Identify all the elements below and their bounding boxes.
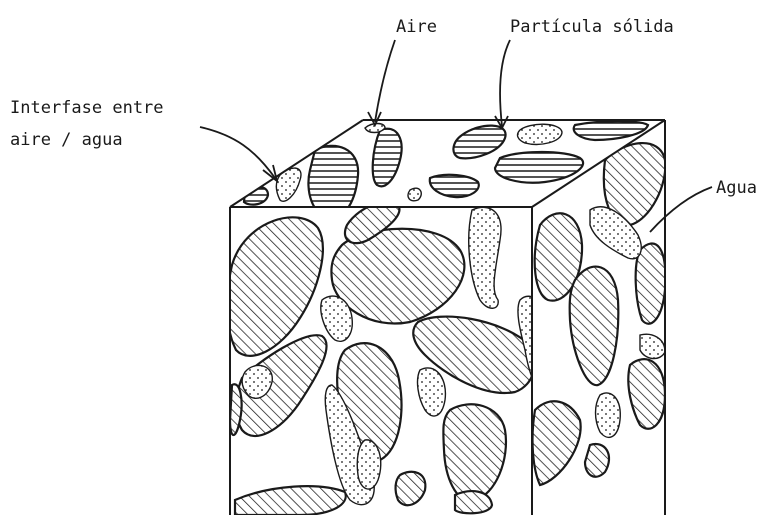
cube-front-face [227, 202, 556, 515]
aire-label: Aire [396, 17, 437, 37]
interfase-label-line1: Interfase entre [10, 98, 164, 118]
interfase-leader [200, 127, 277, 181]
particula-leader [495, 40, 510, 128]
aire-leader [368, 40, 395, 125]
particula-solida-label: Partícula sólida [510, 17, 674, 37]
interfase-label-line2: aire / agua [10, 130, 123, 150]
agua-label: Agua [716, 178, 757, 198]
